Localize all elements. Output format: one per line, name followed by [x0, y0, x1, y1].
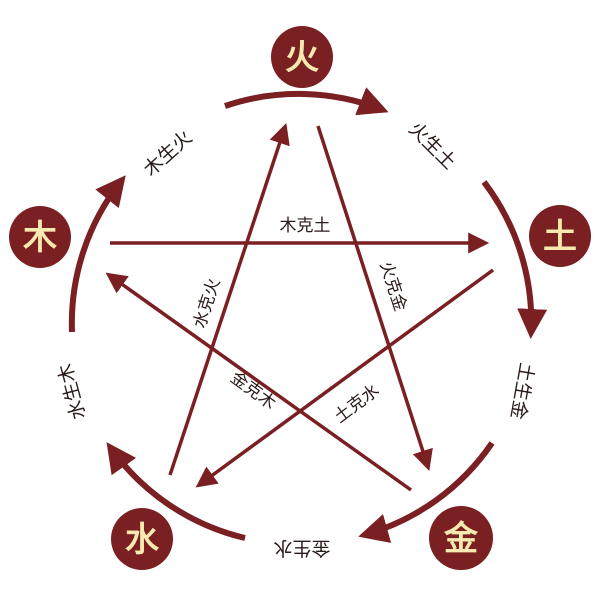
label-fire-earth: 火生土: [404, 118, 460, 174]
label-fire-metal: 火克金: [375, 259, 410, 314]
node-metal: 金: [429, 506, 493, 570]
line-metal-wood: [105, 272, 413, 492]
arc-fire-earth: [224, 87, 389, 116]
node-earth: 土: [529, 205, 591, 267]
arc-metal-water: [358, 441, 495, 543]
arc-wood-fire: [68, 175, 126, 333]
node-earth-label: 土: [543, 217, 577, 257]
label-metal-wood: 金克木: [226, 368, 279, 414]
label-water-wood: 水生木: [54, 361, 90, 422]
line-fire-metal: [316, 125, 433, 471]
line-earth-water: [195, 268, 495, 488]
label-wood-earth: 木克土: [280, 216, 331, 236]
arc-water-wood: [106, 442, 246, 541]
node-water: 水: [111, 508, 173, 570]
node-fire: 火: [271, 26, 333, 88]
node-fire-label: 火: [285, 38, 319, 78]
arc-earth-metal: [481, 180, 548, 339]
label-earth-water: 土克水: [331, 381, 384, 428]
label-wood-fire: 木生火: [139, 126, 196, 181]
node-wood: 木: [9, 206, 71, 268]
label-metal-water: 金生水: [273, 537, 330, 559]
node-wood-label: 木: [22, 218, 57, 258]
node-water-label: 水: [125, 520, 160, 560]
label-earth-metal: 土生金: [506, 361, 538, 421]
line-water-fire: [168, 123, 290, 476]
node-metal-label: 金: [443, 519, 479, 559]
